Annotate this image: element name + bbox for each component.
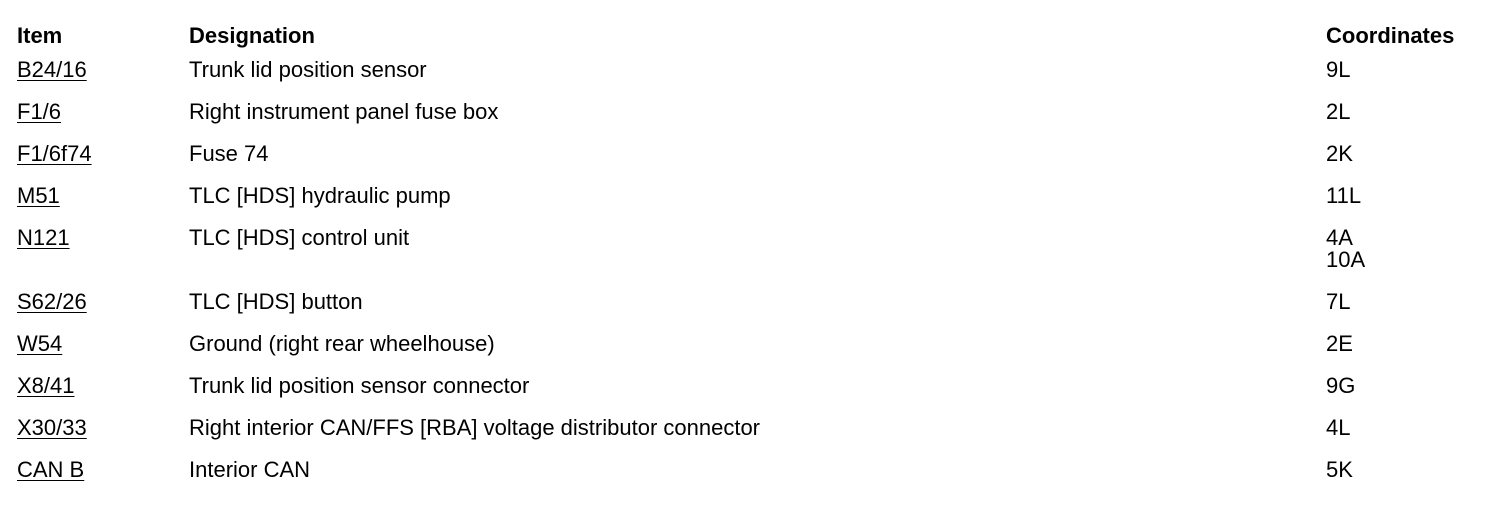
coordinates-cell: 4L <box>1326 407 1487 449</box>
designation-cell: Interior CAN <box>189 457 311 482</box>
item-cell: N121 <box>17 217 189 281</box>
item-link[interactable]: B24/16 <box>17 57 87 82</box>
header-item: Item <box>17 23 63 48</box>
header-coordinates: Coordinates <box>1326 23 1455 48</box>
table-row: S62/26 TLC [HDS] button 7L <box>17 281 1487 323</box>
item-cell: F1/6f74 <box>17 133 189 175</box>
designation-cell: TLC [HDS] control unit <box>189 225 410 250</box>
table-row: M51 TLC [HDS] hydraulic pump 11L <box>17 175 1487 217</box>
item-cell: S62/26 <box>17 281 189 323</box>
designation-cell: Trunk lid position sensor <box>189 57 427 82</box>
item-link[interactable]: X8/41 <box>17 373 75 398</box>
designation-cell: Trunk lid position sensor connector <box>189 373 530 398</box>
table-row: F1/6 Right instrument panel fuse box 2L <box>17 91 1487 133</box>
coordinates-cell: 5K <box>1326 449 1487 491</box>
item-link[interactable]: CAN B <box>17 457 85 482</box>
item-cell: M51 <box>17 175 189 217</box>
table-row: W54 Ground (right rear wheelhouse) 2E <box>17 323 1487 365</box>
designation-cell: TLC [HDS] button <box>189 289 363 314</box>
coordinates-cell: 9L <box>1326 56 1487 91</box>
item-cell: X30/33 <box>17 407 189 449</box>
item-link[interactable]: W54 <box>17 331 63 356</box>
coordinate-value: 9L <box>1326 57 1351 82</box>
coordinates-cell: 7L <box>1326 281 1487 323</box>
header-designation: Designation <box>189 23 315 48</box>
coordinate-value: 5K <box>1326 457 1353 482</box>
coordinate-value: 11L <box>1326 183 1362 208</box>
item-link[interactable]: F1/6 <box>17 99 62 124</box>
item-link[interactable]: S62/26 <box>17 289 87 314</box>
coordinate-value: 2L <box>1326 99 1351 124</box>
coordinate-value: 9G <box>1326 373 1356 398</box>
item-cell: CAN B <box>17 449 189 491</box>
designation-cell: TLC [HDS] hydraulic pump <box>189 183 451 208</box>
coordinates-cell: 9G <box>1326 365 1487 407</box>
item-link[interactable]: N121 <box>17 225 70 250</box>
table-row: B24/16 Trunk lid position sensor 9L <box>17 56 1487 91</box>
designation-cell: Ground (right rear wheelhouse) <box>189 331 495 356</box>
coordinates-cell: 2K <box>1326 133 1487 175</box>
item-cell: W54 <box>17 323 189 365</box>
table-row: X30/33 Right interior CAN/FFS [RBA] volta… <box>17 407 1487 449</box>
item-cell: B24/16 <box>17 56 189 91</box>
designation-cell: Right interior CAN/FFS [RBA] voltage dis… <box>189 415 761 440</box>
coordinate-value: 4A <box>1326 225 1353 250</box>
header-row: Item Designation Coordinates <box>17 18 1487 56</box>
coordinate-value: 4L <box>1326 415 1351 440</box>
coordinate-value: 2K <box>1326 141 1353 166</box>
coordinates-cell: 11L <box>1326 175 1487 217</box>
item-link[interactable]: F1/6f74 <box>17 141 92 166</box>
coordinate-value: 7L <box>1326 289 1351 314</box>
coordinate-value: 2E <box>1326 331 1353 356</box>
coordinates-cell: 2L <box>1326 91 1487 133</box>
item-link[interactable]: X30/33 <box>17 415 87 440</box>
coordinates-cell: 2E <box>1326 323 1487 365</box>
item-cell: X8/41 <box>17 365 189 407</box>
designation-cell: Fuse 74 <box>189 141 269 166</box>
table-row: F1/6f74 Fuse 74 2K <box>17 133 1487 175</box>
table-row: CAN B Interior CAN 5K <box>17 449 1487 491</box>
item-cell: F1/6 <box>17 91 189 133</box>
item-link[interactable]: M51 <box>17 183 60 208</box>
designation-cell: Right instrument panel fuse box <box>189 99 499 124</box>
coordinate-value: 10A <box>1326 247 1366 272</box>
table-row: X8/41 Trunk lid position sensor connector… <box>17 365 1487 407</box>
